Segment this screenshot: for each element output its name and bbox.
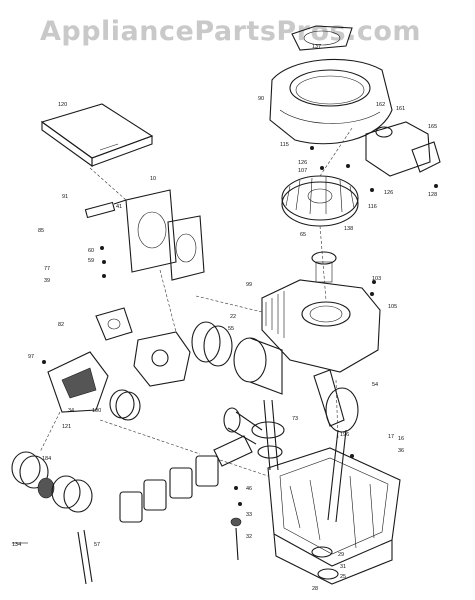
ref-label: 65 [300, 232, 306, 238]
air-filter[interactable] [40, 103, 154, 168]
ref-label: 60 [88, 248, 94, 254]
ref-label: 29 [338, 552, 344, 558]
crankshaft[interactable] [313, 369, 359, 523]
gasket-set[interactable] [119, 455, 219, 523]
ref-label: 99 [246, 282, 252, 288]
carburetor[interactable] [95, 307, 191, 387]
ref-label: 31 [340, 564, 346, 570]
ref-label: 10 [150, 176, 156, 182]
ref-label: 165 [428, 124, 437, 130]
ref-label: 116 [368, 204, 377, 210]
assembly-lines [39, 127, 353, 477]
ref-label: 77 [44, 266, 50, 272]
filter-cup[interactable] [109, 389, 141, 421]
ref-label: 28 [312, 586, 318, 592]
ref-label: 25 [340, 574, 346, 580]
ref-label: 126 [298, 160, 307, 166]
ref-label: 100 [92, 408, 101, 414]
starter-cup[interactable] [11, 451, 93, 513]
ref-label: 55 [228, 326, 234, 332]
ref-label: 115 [280, 142, 289, 148]
ref-label: 97 [28, 354, 34, 360]
ref-label: 90 [258, 96, 264, 102]
connecting-rod[interactable] [213, 407, 263, 467]
muffler[interactable] [365, 121, 441, 177]
fasteners [42, 146, 438, 506]
ref-label: 138 [344, 226, 353, 232]
ref-label: 34 [68, 408, 74, 414]
oil-sump[interactable] [267, 447, 401, 585]
ref-label: 105 [388, 304, 397, 310]
ref-label: 16 [398, 436, 404, 442]
ref-label: 128 [428, 192, 437, 198]
ref-label: 17 [388, 434, 394, 440]
ref-label: 126 [384, 190, 393, 196]
ref-label: 85 [38, 228, 44, 234]
ref-label: 82 [58, 322, 64, 328]
ref-label: 39 [44, 278, 50, 284]
intake-shroud[interactable] [47, 351, 109, 413]
ref-label: 22 [230, 314, 236, 320]
ref-label: 162 [376, 102, 385, 108]
ref-label: 120 [58, 102, 67, 108]
ref-label: 161 [396, 106, 405, 112]
ref-label: 46 [246, 486, 252, 492]
ref-label: 57 [94, 542, 100, 548]
ref-label: 59 [88, 258, 94, 264]
camshaft[interactable] [251, 399, 285, 471]
ref-label: 107 [298, 168, 307, 174]
ref-label: 134 [12, 542, 21, 548]
dipstick-tube[interactable] [12, 529, 93, 585]
ref-label: 184 [42, 456, 51, 462]
engine-block[interactable] [261, 251, 381, 373]
ref-label: 41 [116, 204, 122, 210]
blower-housing[interactable] [269, 25, 393, 145]
ref-label: 91 [62, 194, 68, 200]
spark-plug[interactable] [84, 199, 127, 219]
oil-seal[interactable] [230, 517, 339, 580]
ref-label: 121 [62, 424, 71, 430]
ref-label: 73 [292, 416, 298, 422]
cylinder-head[interactable] [125, 189, 205, 281]
ref-label: 36 [398, 448, 404, 454]
ref-label: 196 [340, 432, 349, 438]
ref-label: 32 [246, 534, 252, 540]
reference-labels: 120 137 90 161 162 165 128 115 126 107 1… [12, 44, 437, 592]
ref-label: 33 [246, 512, 252, 518]
ref-label: 137 [312, 44, 321, 50]
flywheel[interactable] [281, 175, 359, 227]
ref-label: 103 [372, 276, 381, 282]
piston[interactable] [191, 321, 283, 395]
ref-label: 54 [372, 382, 378, 388]
